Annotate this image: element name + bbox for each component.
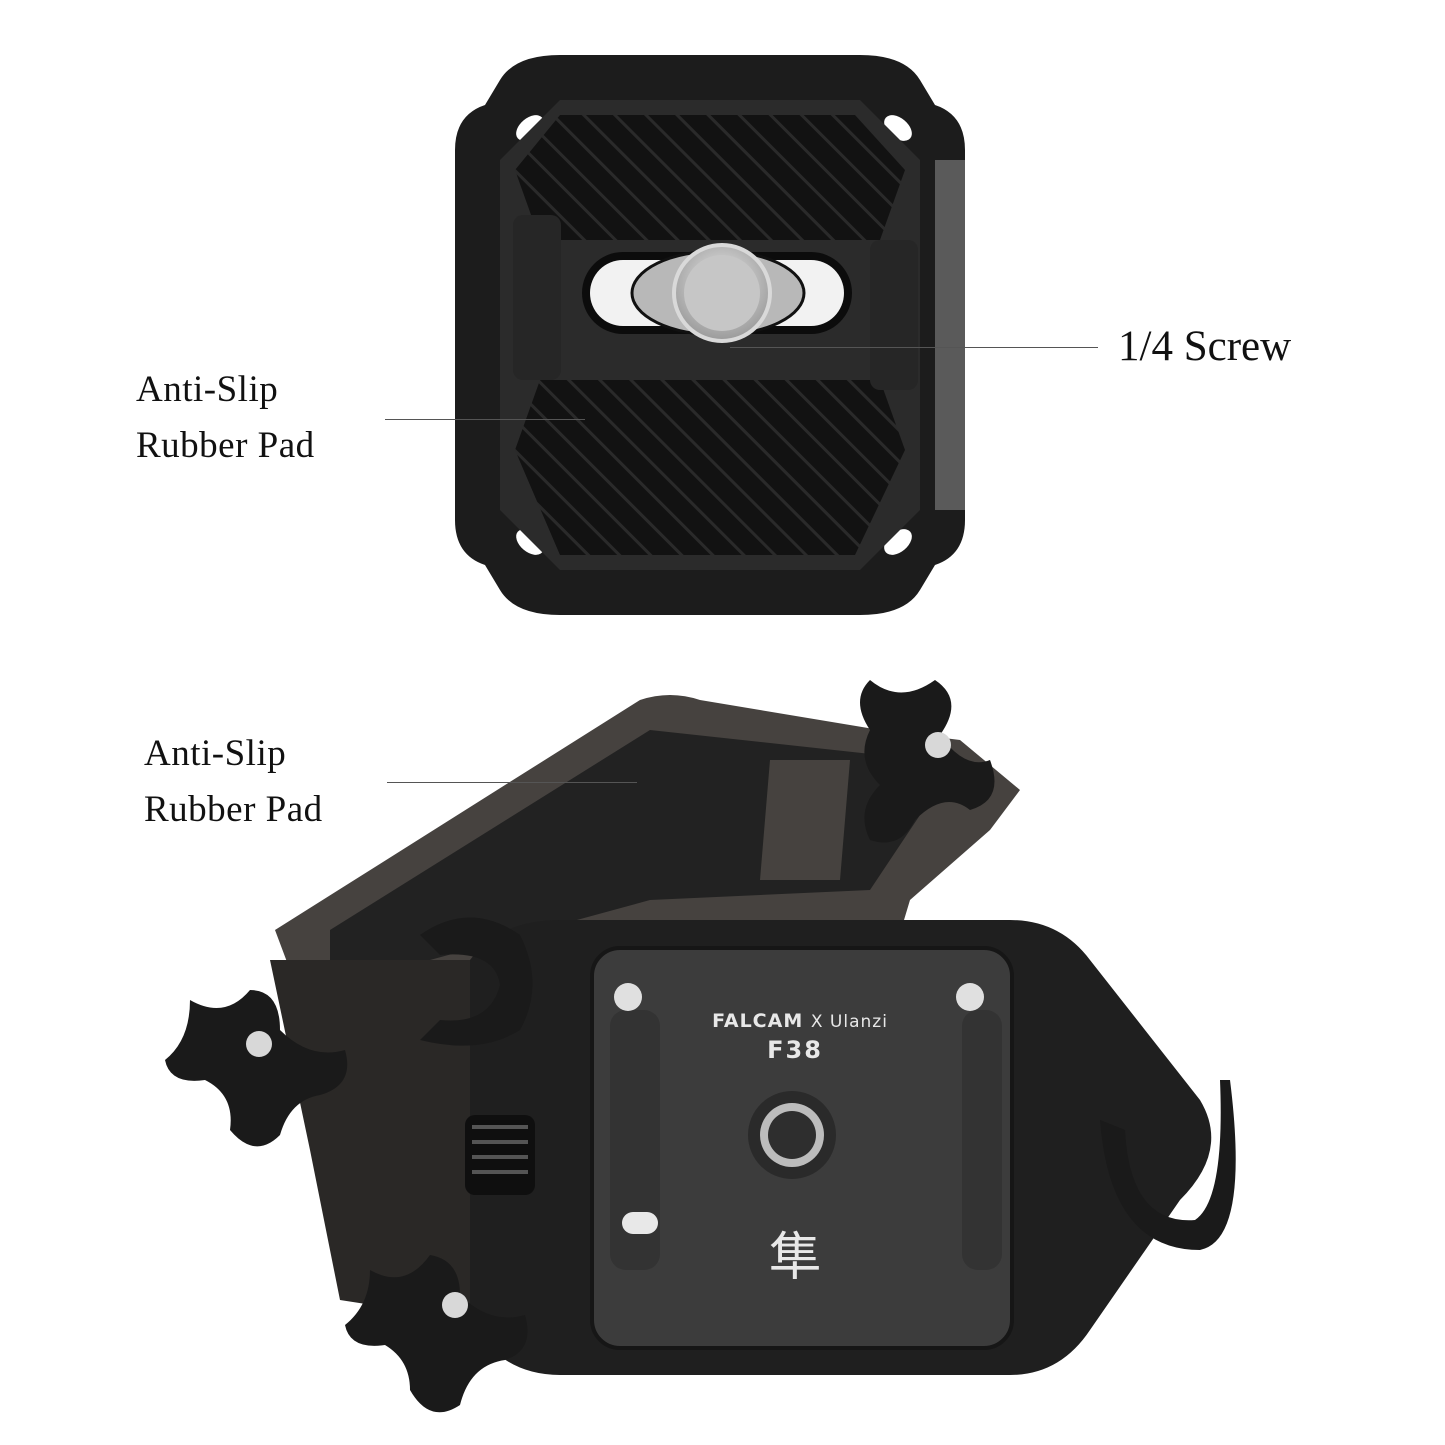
screw-label: 1/4 Screw	[1118, 323, 1292, 370]
bottom-anti-slip-label: Anti-Slip Rubber Pad	[144, 733, 323, 830]
brand-collab: X Ulanzi	[810, 1012, 888, 1032]
knob-bottom	[345, 1255, 528, 1413]
brand-name: FALCAM	[712, 1010, 804, 1032]
top-rubber-pad-upper	[515, 115, 905, 240]
knob-top-right	[860, 680, 995, 843]
screw-leader	[730, 347, 1098, 348]
bottom-anti-slip-leader	[387, 782, 637, 783]
top-anti-slip-label: Anti-Slip Rubber Pad	[136, 369, 315, 466]
model-name: F38	[767, 1036, 823, 1064]
top-rubber-pad-lower	[515, 380, 905, 555]
brand-logo: FALCAM X Ulanzi	[690, 1010, 910, 1032]
knob-left	[165, 990, 348, 1147]
top-anti-slip-leader	[385, 419, 585, 420]
emblem-glyph: 隼	[768, 1228, 821, 1288]
hook	[1100, 1080, 1236, 1250]
